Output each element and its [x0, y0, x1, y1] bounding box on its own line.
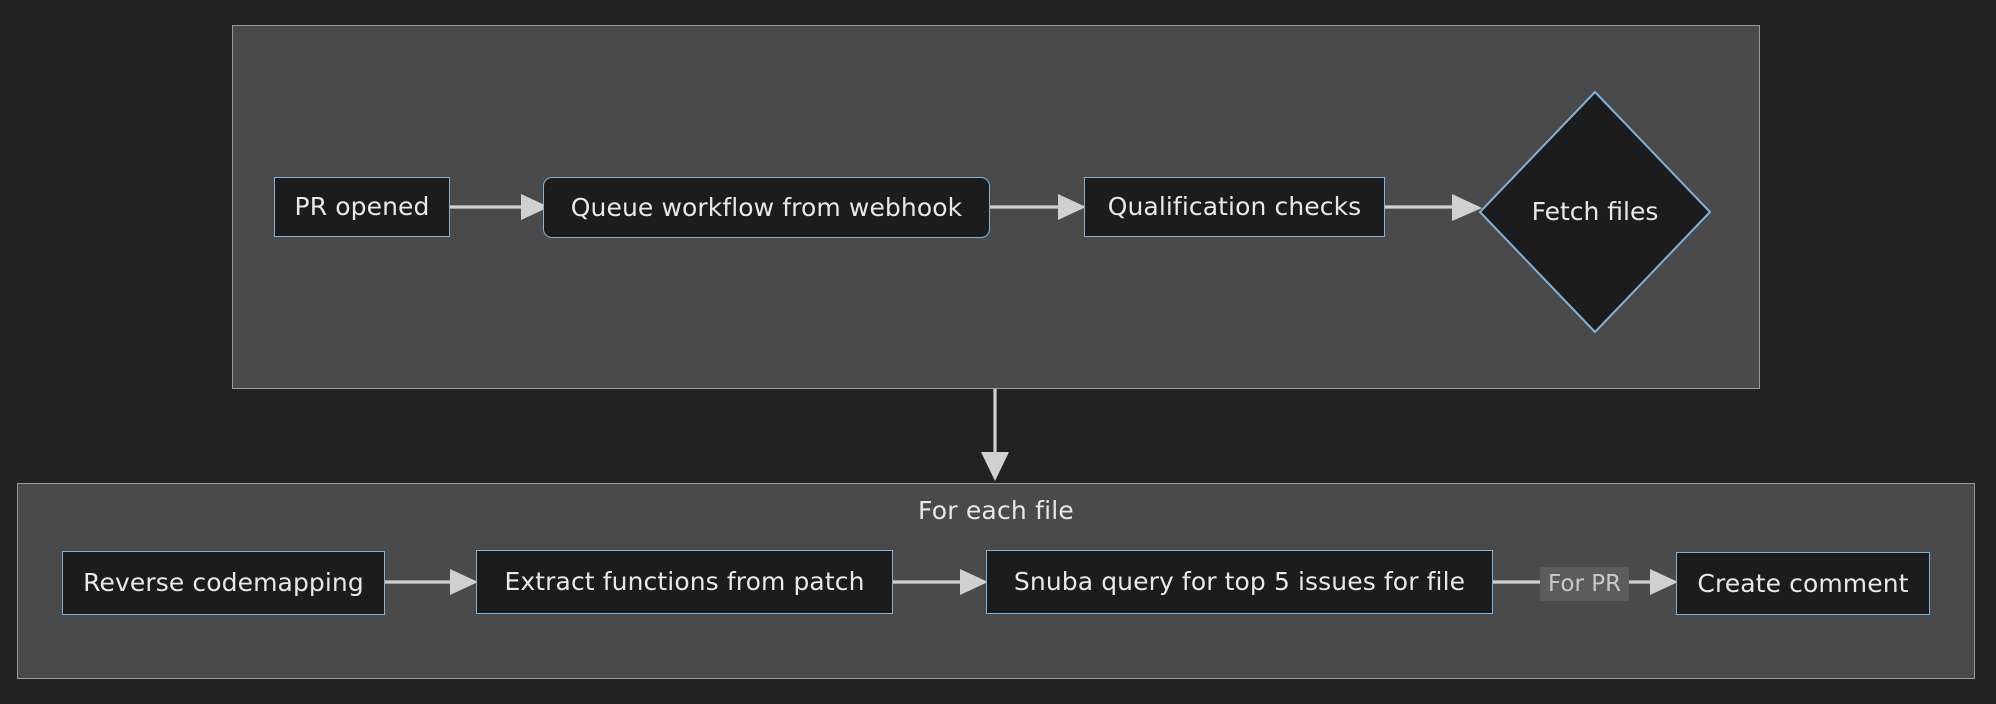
node-label: Create comment — [1697, 568, 1909, 598]
node-qualification-checks[interactable]: Qualification checks — [1084, 177, 1385, 237]
edge-label-for-pr: For PR — [1540, 567, 1630, 601]
node-label: Queue workflow from webhook — [570, 192, 963, 222]
subgraph-title-for-each-file: For each file — [918, 496, 1074, 525]
node-reverse-codemapping[interactable]: Reverse codemapping — [62, 551, 385, 615]
node-label: Extract functions from patch — [504, 567, 865, 596]
node-create-comment[interactable]: Create comment — [1676, 552, 1930, 615]
node-label: PR opened — [294, 192, 430, 221]
node-extract-functions-from-patch[interactable]: Extract functions from patch — [476, 550, 893, 614]
node-label: Snuba query for top 5 issues for file — [1013, 567, 1466, 596]
node-pr-opened[interactable]: PR opened — [274, 177, 450, 237]
node-snuba-query-top-5-issues[interactable]: Snuba query for top 5 issues for file — [986, 550, 1493, 614]
diamond-shape — [1478, 90, 1712, 334]
node-label: Qualification checks — [1107, 192, 1362, 221]
node-queue-workflow-from-webhook[interactable]: Queue workflow from webhook — [543, 177, 990, 238]
node-label: Reverse codemapping — [83, 568, 364, 597]
edge-fetch-files-to-for-each-file — [981, 389, 1009, 481]
node-fetch-files[interactable]: Fetch files — [1478, 90, 1712, 334]
